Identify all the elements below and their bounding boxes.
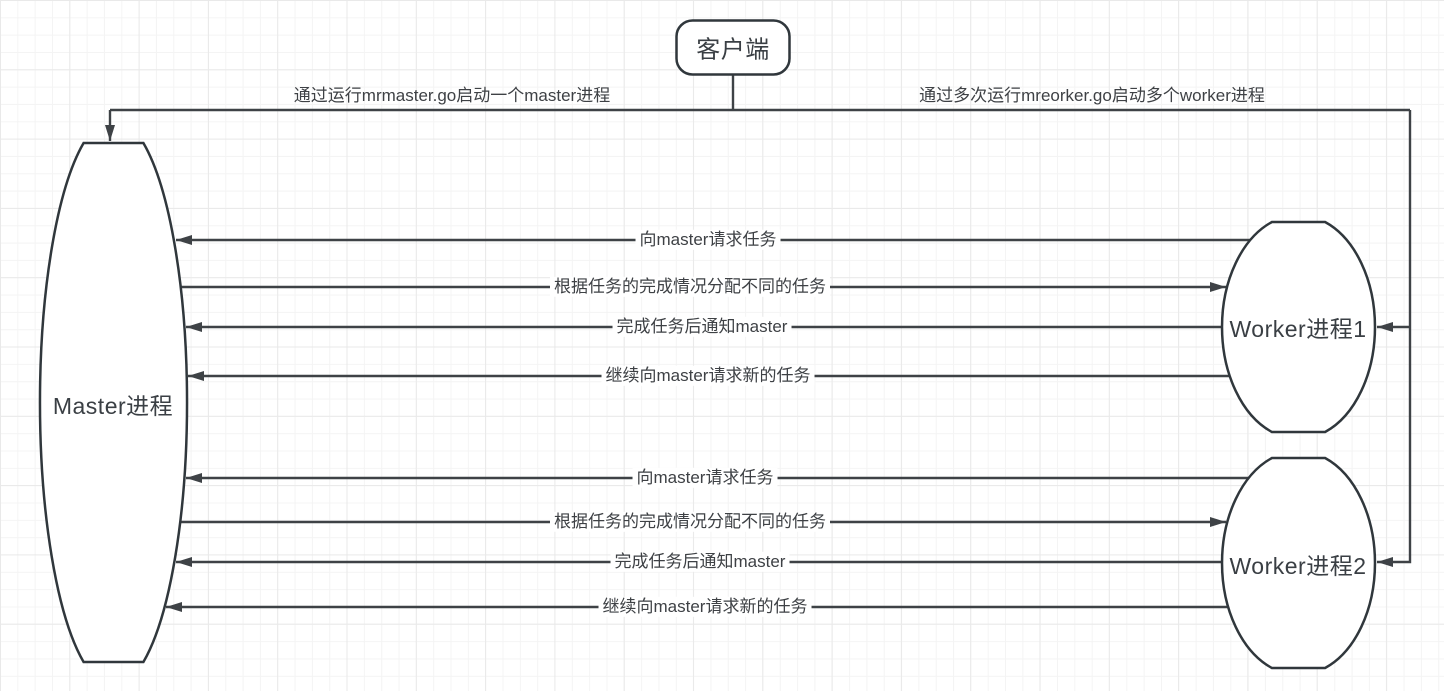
node-client [675, 19, 791, 76]
start-master-flow-label: 通过运行mrmaster.go启动一个master进程 [293, 85, 611, 105]
w1-notify-edge-label: 完成任务后通知master [612, 316, 792, 338]
start-workers-flow-label: 通过多次运行mreorker.go启动多个worker进程 [919, 85, 1265, 105]
node-master [38, 141, 189, 664]
w2-notify-edge-label: 完成任务后通知master [610, 551, 790, 573]
node-worker2 [1220, 456, 1377, 670]
w1-request-edge-label: 向master请求任务 [635, 229, 781, 251]
client-node-label: 客户端 [696, 36, 770, 64]
w1-continue-edge-label: 继续向master请求新的任务 [601, 365, 815, 387]
w2-assign-edge-label: 根据任务的完成情况分配不同的任务 [550, 511, 830, 533]
w2-request-edge-label: 向master请求任务 [632, 467, 778, 489]
w2-continue-edge-label: 继续向master请求新的任务 [598, 596, 812, 618]
worker1-node-label: Worker进程1 [1229, 316, 1367, 342]
edge-bus-to-worker2 [1377, 110, 1412, 567]
node-worker1 [1220, 220, 1377, 434]
w1-assign-edge-label: 根据任务的完成情况分配不同的任务 [550, 276, 830, 298]
worker2-node-label: Worker进程2 [1229, 553, 1367, 579]
master-node-label: Master进程 [52, 393, 174, 419]
